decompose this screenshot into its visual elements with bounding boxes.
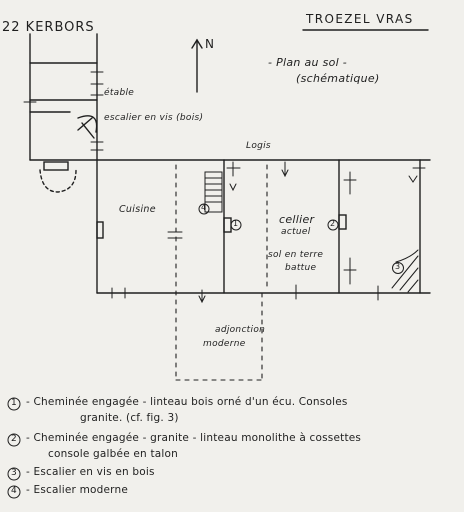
legend-circle-2 [7,433,21,447]
plan-subtitle-line1: - Plan au sol - [268,56,348,69]
legend-num-2: 2 [11,434,18,444]
label-logis: Logis [246,141,271,151]
legend-item-1-line2: granite. (cf. fig. 3) [80,412,179,424]
legend-item-4-line1: - Escalier moderne [26,484,129,496]
label-escalier-bois: escalier en vis (bois) [104,113,204,123]
legend-num-4: 4 [11,486,18,496]
marker-3: 3 [395,262,401,271]
dashed-bread-oven [39,169,77,193]
label-actuel: actuel [281,227,311,237]
north-arrowhead [191,38,203,49]
legend-item-1-line1: - Cheminée engagée - linteau bois orné d… [26,396,348,408]
marker-circle-2 [327,219,339,231]
marker-circle-3 [392,262,404,274]
modern-staircase [204,171,223,213]
marker-2: 2 [330,219,336,228]
etable-ticks [23,71,104,151]
opening-arrows [198,169,418,304]
label-cuisine: Cuisine [119,204,156,215]
label-battue: battue [285,263,317,273]
spiral-stair-symbol [77,115,98,139]
plan-subtitle-line2: (schématique) [296,72,380,85]
legend-item-3-line1: - Escalier en vis en bois [26,466,155,478]
marker-circle-1 [230,219,242,231]
legend-circle-4 [7,485,21,499]
marker-circle-4 [198,203,210,215]
label-sol-en-terre: sol en terre [268,250,324,260]
wall-openings [111,161,426,303]
wooden-spiral-stair [391,249,419,293]
legend-circle-3 [7,467,21,481]
building-walls [96,159,431,294]
label-cellier: cellier [279,213,315,226]
legend-item-2-line1: - Cheminée engagée - granite - linteau m… [26,432,362,444]
fireplace-2-hearth [338,214,347,230]
cuisine-window [96,221,104,239]
legend-circle-1 [7,397,21,411]
marker-1: 1 [233,219,239,228]
legend-num-1: 1 [11,398,18,408]
north-label: N [205,37,215,51]
right-title: TROEZEL VRAS [306,12,414,26]
legend-item-2-line2: console galbée en talon [48,448,179,460]
dashed-partitions [175,164,268,381]
label-moderne: moderne [203,339,246,349]
legend-num-3: 3 [11,468,18,478]
label-etable: étable [104,88,135,98]
label-adjonction: adjonction [215,325,266,335]
etable-walls [29,33,98,161]
doorstep [43,161,69,171]
marker-4: 4 [201,203,207,212]
left-title: 22 KERBORS [2,20,95,35]
fireplace-1-hearth [223,217,232,233]
